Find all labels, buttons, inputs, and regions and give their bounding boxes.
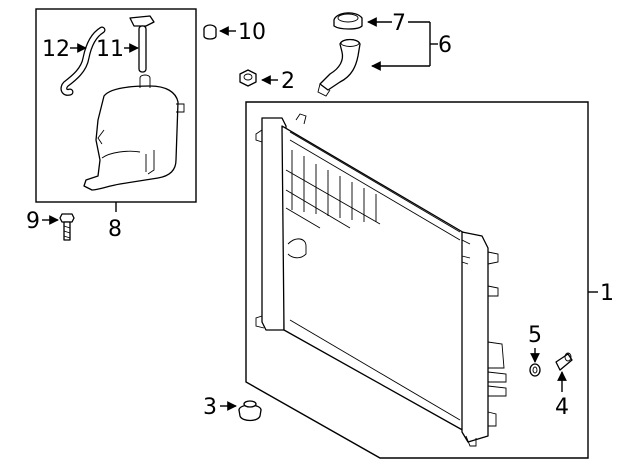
grommet-10 (203, 24, 217, 40)
reservoir-hose-12 (60, 26, 106, 96)
radiator-group-box (245, 101, 598, 459)
callout-2: 2 (281, 69, 295, 94)
drain-plug-4 (555, 352, 573, 371)
callout-5: 5 (528, 323, 542, 348)
callout-4: 4 (555, 395, 569, 420)
radiator-assembly (255, 113, 507, 447)
cushion-3 (238, 400, 262, 422)
callout-10: 10 (238, 20, 266, 45)
reservoir-cap-11 (129, 15, 155, 73)
callout-6: 6 (438, 33, 452, 58)
o-ring-5 (529, 363, 541, 377)
coolant-reservoir-tank (83, 74, 185, 191)
callout-11: 11 (96, 37, 124, 62)
reservoir-group-box (35, 8, 197, 212)
callout-8: 8 (108, 217, 122, 242)
callout-3: 3 (203, 395, 217, 420)
nut-2 (239, 69, 257, 87)
callout-7: 7 (392, 11, 406, 36)
callout-9: 9 (26, 209, 40, 234)
radiator-cap-7 (333, 12, 363, 30)
bolt-9 (59, 213, 75, 241)
filler-neck-6 (317, 38, 361, 97)
callout-1: 1 (600, 281, 614, 306)
callout-12: 12 (42, 37, 70, 62)
